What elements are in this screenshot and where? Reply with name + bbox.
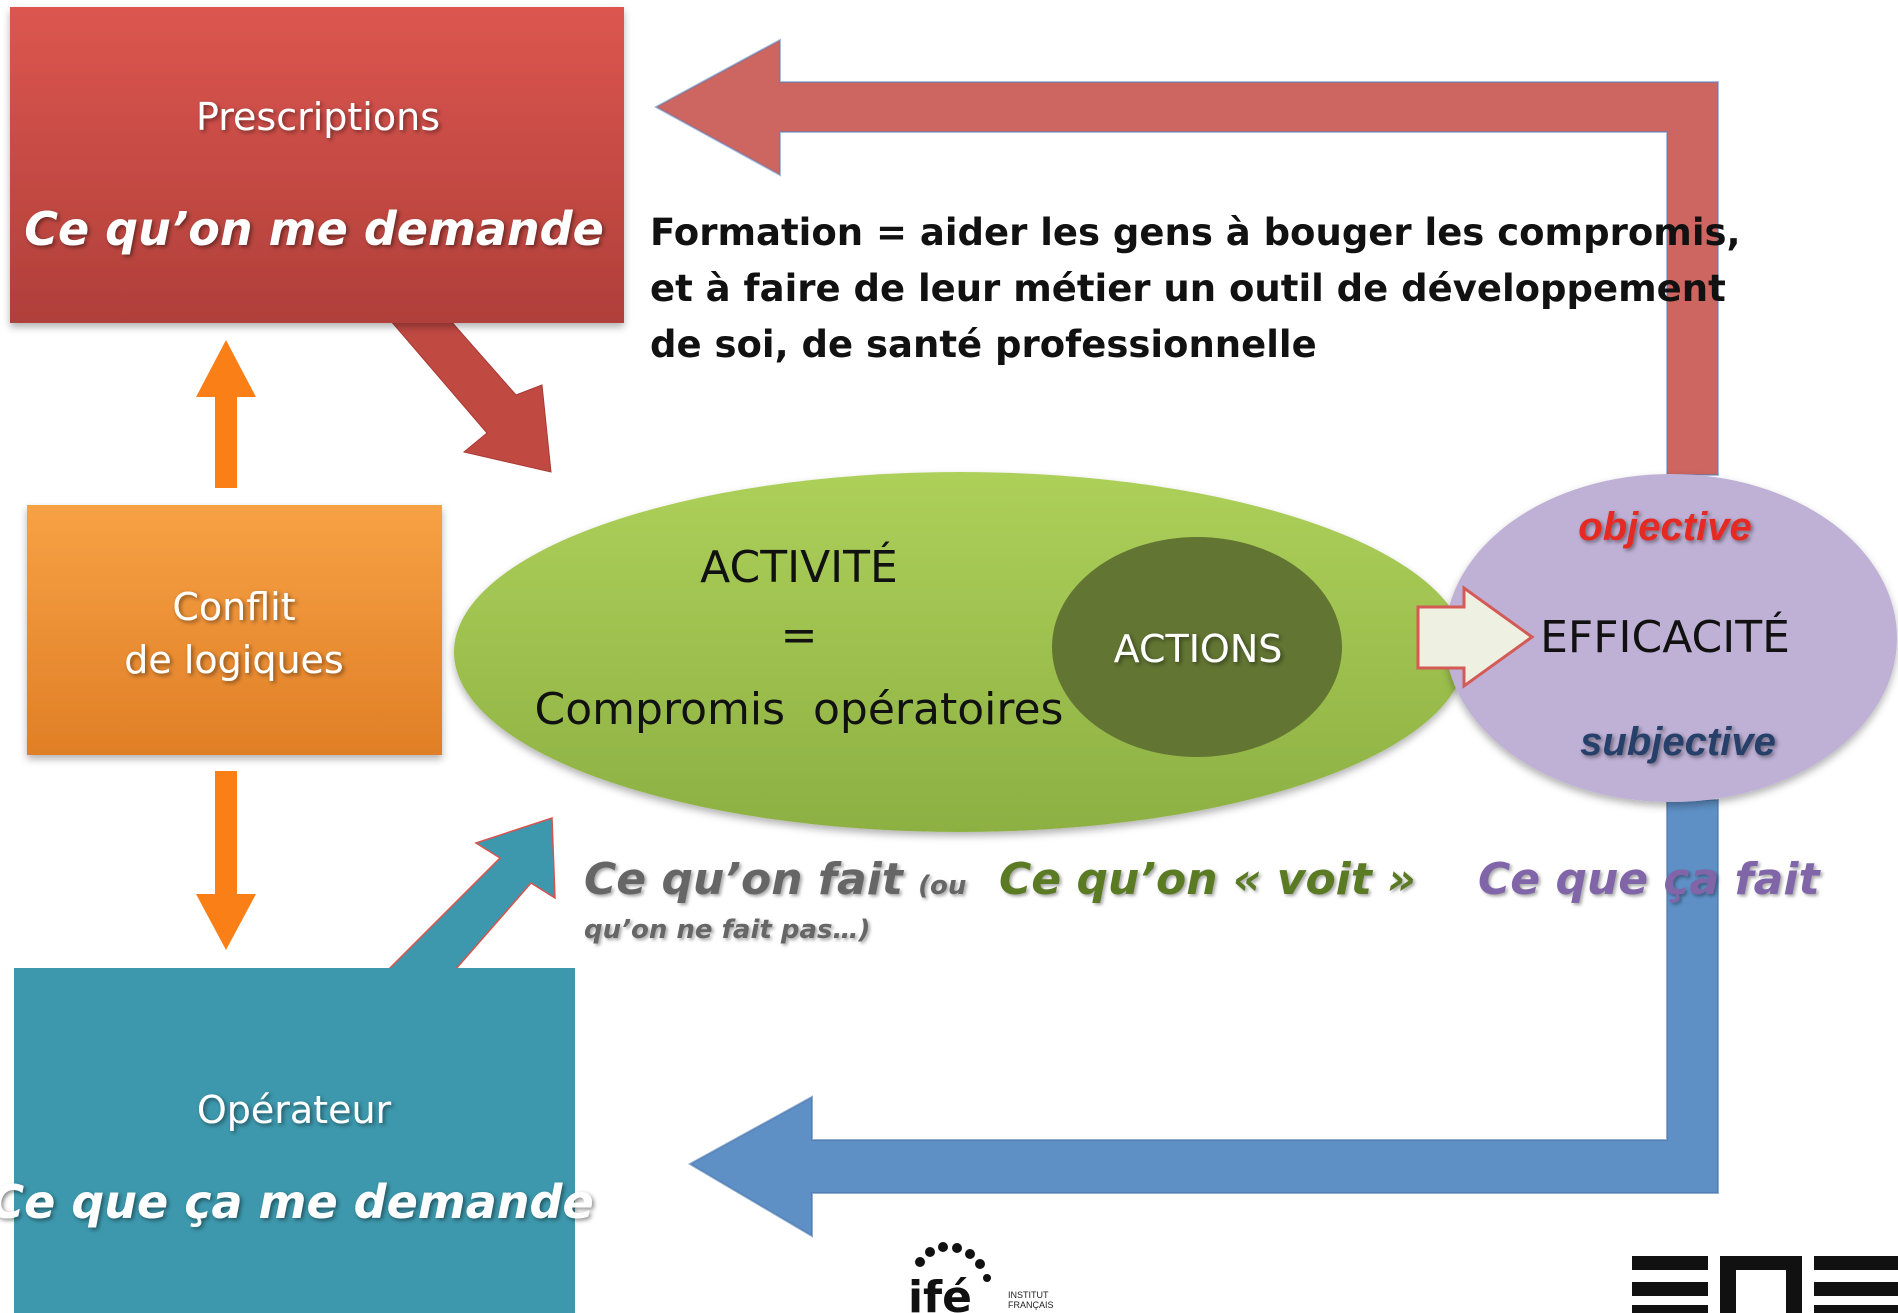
ens-logo [1632, 1256, 1898, 1313]
efficacite-label: EFFICACITÉ [1540, 610, 1790, 663]
formation-line3: de soi, de santé professionnelle [650, 323, 1317, 366]
ife-text-2: FRANÇAIS [1008, 1300, 1054, 1310]
prescriptions-subtitle: Ce qu’on me demande [24, 202, 604, 256]
prescriptions-title: Prescriptions [196, 95, 440, 139]
formation-line2: et à faire de leur métier un outil de dé… [650, 267, 1726, 310]
bottom-feedback-arrow [687, 799, 1719, 1238]
conflit-to-prescriptions-arrow [196, 340, 256, 488]
activite-equals: = [781, 610, 818, 661]
conflit-box: Conflit de logiques [27, 505, 442, 755]
activite-compromis: Compromis opératoires [535, 684, 1064, 735]
ife-text-1: INSTITUT [1008, 1290, 1049, 1300]
caption-ce-qu-on-voit: Ce qu’on « voit » [999, 854, 1416, 905]
caption-fait-note-1: (ou [918, 871, 967, 901]
operateur-subtitle: Ce que ça me demande [0, 1175, 594, 1229]
caption-ce-que-ca-fait: Ce que ça fait [1478, 854, 1820, 905]
efficacite-subjective: subjective [1580, 720, 1776, 764]
actions-to-efficacite-arrow [1416, 585, 1535, 689]
ife-logo-text: INSTITUT FRANÇAIS [1008, 1290, 1054, 1310]
activite-title: ACTIVITÉ [700, 540, 898, 593]
top-feedback-arrow [653, 38, 1719, 476]
caption-fait-main: Ce qu’on fait [584, 854, 903, 905]
conflit-line1: Conflit [172, 585, 295, 629]
operateur-to-activite-arrow [386, 816, 556, 971]
ife-dots [915, 1242, 991, 1282]
actions-label: ACTIONS [1114, 627, 1283, 671]
caption-ce-qu-on-fait: Ce qu’on fait (ou [584, 854, 966, 905]
formation-line1: Formation = aider les gens à bouger les … [650, 211, 1741, 254]
efficacite-ellipse: objective EFFICACITÉ subjective [1445, 474, 1897, 802]
actions-ellipse: ACTIONS [1052, 537, 1342, 757]
conflit-to-operateur-arrow [196, 771, 256, 950]
prescriptions-box: Prescriptions Ce qu’on me demande [10, 7, 624, 323]
prescriptions-to-activite-arrow [388, 319, 552, 473]
caption-fait-note-2: qu’on ne fait pas…) [584, 915, 871, 945]
ife-logo: ifé [908, 1242, 991, 1313]
formation-text: Formation = aider les gens à bouger les … [650, 205, 1741, 373]
conflit-line2: de logiques [124, 638, 343, 682]
ife-mark: ifé [908, 1272, 972, 1313]
operateur-title: Opérateur [197, 1088, 392, 1132]
operateur-box: Opérateur Ce que ça me demande [0, 968, 594, 1313]
efficacite-objective: objective [1578, 505, 1751, 549]
